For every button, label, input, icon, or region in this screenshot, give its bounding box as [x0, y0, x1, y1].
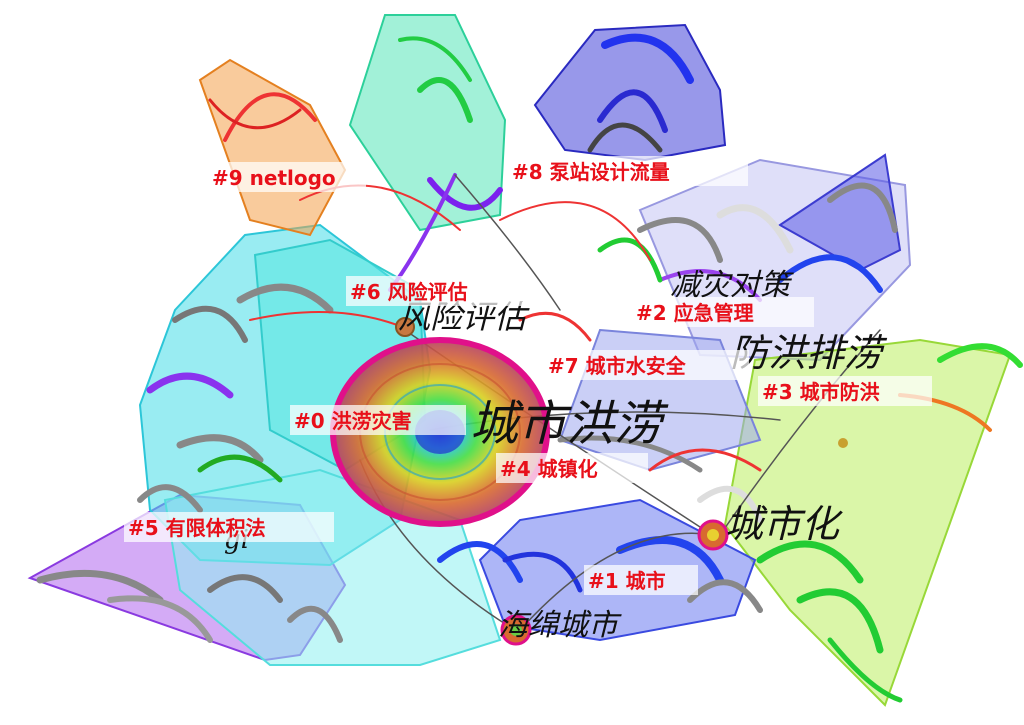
- cluster-label-4: #4 城镇化: [496, 453, 648, 483]
- cluster-label-2: #2 应急管理: [632, 297, 814, 327]
- keyword-haimian-chengshi: 海绵城市: [498, 608, 622, 643]
- cluster-label-0: #0 洪涝灾害: [290, 405, 466, 435]
- svg-text:#5 有限体积法: #5 有限体积法: [128, 516, 266, 540]
- svg-text:#4 城镇化: #4 城镇化: [500, 457, 598, 481]
- svg-text:#2 应急管理: #2 应急管理: [636, 301, 754, 325]
- svg-text:#0 洪涝灾害: #0 洪涝灾害: [294, 409, 412, 433]
- hull-cluster-9: [198, 58, 347, 237]
- node-fengxian: [395, 317, 415, 337]
- cluster-label-6: #6 风险评估: [346, 276, 522, 306]
- cluster-label-3: #3 城市防洪: [758, 376, 932, 406]
- cluster-labels: #9 netlogo #8 泵站设计流量 #6 风险评估 #2 应急管理 #7 …: [124, 156, 932, 595]
- cluster-label-7: #7 城市水安全: [544, 350, 749, 380]
- cluster-label-5: #5 有限体积法: [124, 512, 334, 542]
- keyword-chengshihua: 城市化: [725, 502, 843, 546]
- keyword-chengshi-honglao: 城市洪涝: [470, 396, 669, 452]
- cluster-label-1: #1 城市: [584, 565, 698, 595]
- hull-cluster-green-top: [348, 14, 507, 232]
- svg-text:#9 netlogo: #9 netlogo: [212, 166, 336, 190]
- cluster-label-8: #8 泵站设计流量: [508, 156, 748, 186]
- svg-text:#8 泵站设计流量: #8 泵站设计流量: [512, 160, 670, 184]
- svg-text:#3 城市防洪: #3 城市防洪: [762, 380, 880, 404]
- svg-text:#7 城市水安全: #7 城市水安全: [548, 354, 687, 378]
- svg-text:#6 风险评估: #6 风险评估: [350, 280, 468, 304]
- svg-text:#1 城市: #1 城市: [588, 569, 666, 593]
- cluster-label-9: #9 netlogo: [206, 162, 366, 192]
- keyword-fanghong-pailao: 防洪排涝: [730, 331, 888, 375]
- keyword-nodes: [395, 317, 848, 646]
